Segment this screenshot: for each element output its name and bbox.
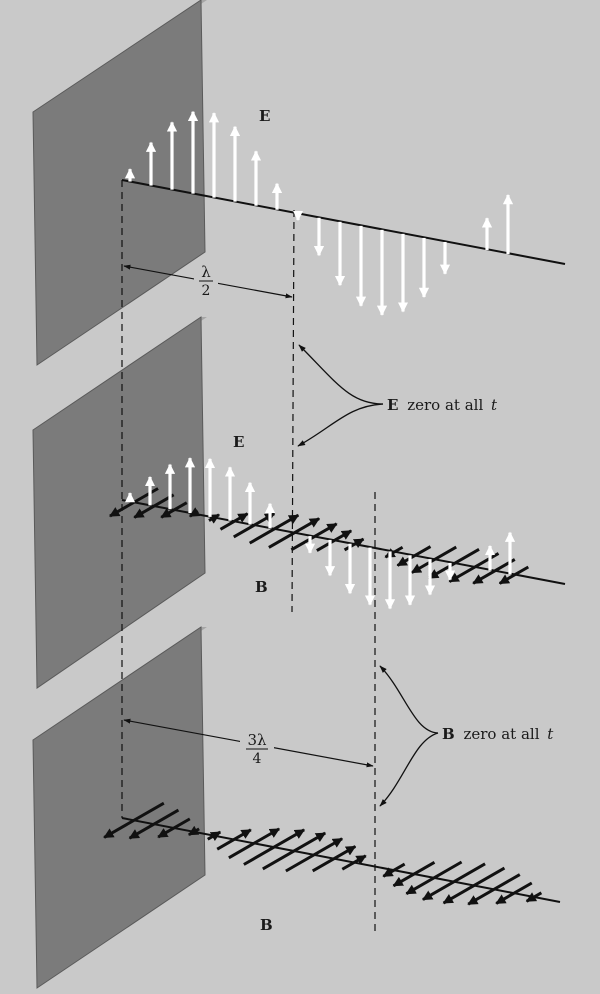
b-arrow-bot-10 xyxy=(311,845,357,873)
half-wavelength-dimension: λ 2 xyxy=(123,262,293,299)
b-arrow-mid-11 xyxy=(343,537,365,552)
b-arrow-mid-10 xyxy=(316,529,353,552)
e-zero-label-e: E xyxy=(387,396,398,414)
b-arrow-bot-11 xyxy=(341,854,367,871)
b-arrow-mid-1 xyxy=(133,493,175,519)
half-lambda-denominator: 2 xyxy=(202,283,211,299)
axis-line-top xyxy=(121,179,566,265)
b-field-arrows-bottom xyxy=(103,801,543,906)
b-arrow-mid-6 xyxy=(233,512,276,539)
e-zero-callout: E zero at all t xyxy=(297,344,498,447)
conductor-plate-top xyxy=(32,0,207,366)
b-arrow-mid-14 xyxy=(396,545,432,567)
b-arrow-mid-19 xyxy=(498,565,530,585)
b-arrow-bot-15 xyxy=(405,860,463,896)
b-arrow-mid-7 xyxy=(248,513,300,545)
b-field-label-bottom: B xyxy=(260,916,273,934)
b-zero-callout: B zero at all t xyxy=(379,665,554,807)
b-arrow-bot-2 xyxy=(157,817,191,839)
b-arrow-bot-1 xyxy=(128,808,180,840)
e-field-arrows-middle xyxy=(124,457,516,610)
b-arrow-mid-9 xyxy=(290,522,338,552)
b-arrow-mid-15 xyxy=(410,545,457,574)
b-arrow-bot-3 xyxy=(187,825,200,837)
b-arrow-bot-0 xyxy=(103,801,165,839)
b-arrow-bot-9 xyxy=(285,837,343,873)
b-arrow-bot-7 xyxy=(243,828,306,866)
conductor-plate-bottom xyxy=(32,626,207,989)
svg-text:B zero at all t: B zero at all t xyxy=(442,725,554,743)
b-zero-label-b: B xyxy=(442,725,455,743)
b-arrow-bot-16 xyxy=(422,862,486,901)
b-arrow-mid-4 xyxy=(208,513,220,524)
e-zero-label-text: zero at all xyxy=(407,396,483,414)
half-lambda-numerator: λ xyxy=(201,263,211,281)
e-field-arrows-top xyxy=(124,110,514,316)
b-arrow-bot-13 xyxy=(382,862,406,878)
b-arrow-mid-5 xyxy=(219,512,249,531)
b-field-arrows-middle xyxy=(109,487,530,585)
b-arrow-bot-5 xyxy=(216,828,252,851)
b-arrow-bot-20 xyxy=(525,891,543,903)
b-arrow-bot-14 xyxy=(392,860,436,888)
b-arrow-bot-17 xyxy=(442,866,506,905)
three-quarter-lambda-numerator: 3λ xyxy=(247,731,267,749)
three-quarter-wavelength-dimension: 3λ 4 xyxy=(123,718,374,768)
b-arrow-bot-8 xyxy=(262,831,327,871)
b-field-label-middle: B xyxy=(255,578,268,596)
b-zero-label-text: zero at all xyxy=(463,725,539,743)
b-zero-label-t: t xyxy=(547,725,554,743)
b-arrow-mid-8 xyxy=(268,517,321,549)
b-arrow-bot-19 xyxy=(495,881,533,905)
conductor-plate-middle xyxy=(32,316,207,689)
b-arrow-mid-13 xyxy=(384,545,404,559)
b-arrow-mid-3 xyxy=(188,507,201,518)
e-field-label-middle: E xyxy=(233,433,244,451)
b-arrow-mid-2 xyxy=(160,501,188,519)
b-arrow-bot-4 xyxy=(207,830,222,842)
e-node-dashed-line xyxy=(291,209,295,613)
b-arrow-mid-16 xyxy=(428,548,480,580)
e-zero-label-t: t xyxy=(491,396,498,414)
e-field-label-top: E xyxy=(259,107,270,125)
b-arrow-bot-18 xyxy=(467,873,521,906)
svg-text:E zero at all t: E zero at all t xyxy=(387,396,498,414)
three-quarter-lambda-denominator: 4 xyxy=(253,751,262,767)
b-arrow-mid-18 xyxy=(472,558,516,585)
b-arrow-bot-6 xyxy=(228,827,281,860)
